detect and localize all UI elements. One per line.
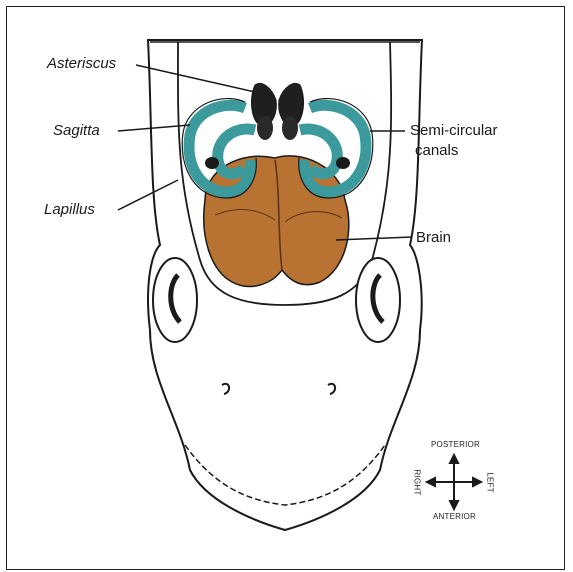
orientation-compass	[427, 455, 481, 509]
label-right: RIGHT	[412, 470, 421, 496]
label-asteriscus: Asteriscus	[47, 55, 116, 72]
right-eye	[356, 258, 400, 342]
label-semicircular-line1: Semi-circular	[410, 122, 498, 139]
label-semicircular-line2: canals	[415, 142, 458, 159]
left-eye	[153, 258, 197, 342]
label-sagitta: Sagitta	[53, 122, 100, 139]
label-anterior: ANTERIOR	[433, 512, 476, 521]
label-posterior: POSTERIOR	[431, 440, 480, 449]
label-brain: Brain	[416, 229, 451, 246]
label-left: LEFT	[486, 472, 495, 492]
label-lapillus: Lapillus	[44, 201, 95, 218]
